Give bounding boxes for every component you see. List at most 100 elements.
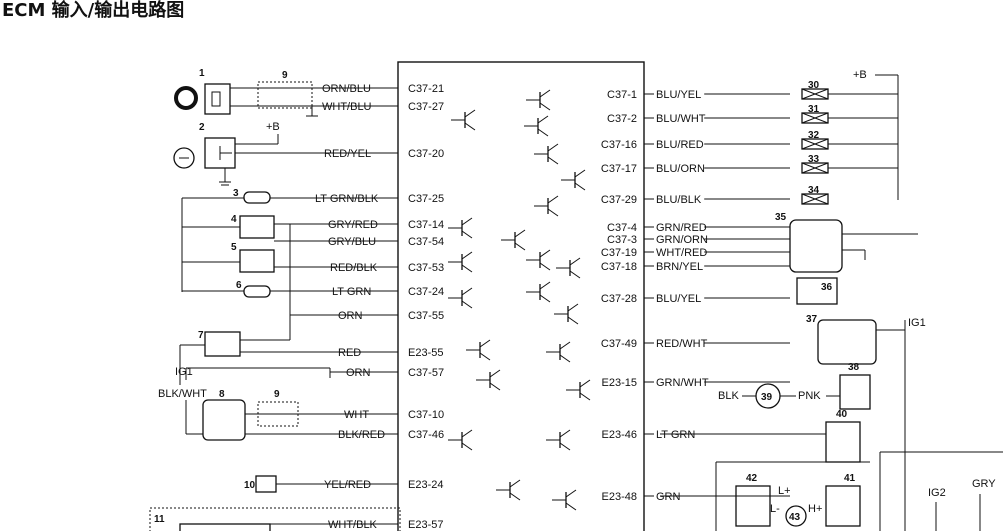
ecm-right-pin-0: C37-1 [607,89,637,101]
shield-9-top [257,81,313,109]
wire-label-right-9: BLU/YEL [656,293,701,305]
label-10: 10 [244,480,256,491]
component-40 [825,421,861,463]
ecm-left-pin-group: C37-21ORN/BLUC37-27WHT/BLUC37-20RED/YELC… [313,81,444,531]
wire-label-left-6: RED/BLK [330,262,378,274]
wire-label-bg [654,111,705,124]
label-plus-b-top: +B [853,69,867,81]
wire-label-left-10: ORN [346,367,371,379]
wire-label-left-3: LT GRN/BLK [315,193,379,205]
wire-label-bg [654,192,705,205]
ecm-internal-circuit [448,89,591,511]
ecm-left-pin-10: C37-57 [408,367,444,379]
ecm-left-pin-12: C37-46 [408,429,444,441]
ecm-left-pin-5: C37-54 [408,236,444,248]
page-title: ECM 输入/输出电路图 [2,0,184,21]
label-4: 4 [231,214,237,225]
ecm-left-pin-1: C37-27 [408,101,444,113]
label-37: 37 [806,314,818,325]
label-1: 1 [199,68,205,79]
component-36 [796,277,838,305]
wire-label-bg [654,291,705,304]
ecm-box [397,61,645,531]
label-5: 5 [231,242,237,253]
component-2-sensor: 2 [173,122,236,186]
ecm-right-pin-13: E23-48 [602,491,637,503]
ecm-left-pin-2: C37-20 [408,148,444,160]
ecm-left-pin-3: C37-25 [408,193,444,205]
wire-label-right-12: LT GRN [656,429,695,441]
label-39: 39 [761,392,773,403]
label-blk-wht: BLK/WHT [158,388,207,400]
ecm-right-pin-12: E23-46 [602,429,637,441]
label-30: 30 [808,80,820,91]
ecm-right-pin-9: C37-28 [601,293,637,305]
label-7: 7 [198,330,204,341]
wire-label-left-5: GRY/BLU [328,236,376,248]
ecm-left-pin-8: C37-55 [408,310,444,322]
label-plus-b-2: +B [266,121,280,133]
label-31: 31 [808,104,820,115]
shield-9-bottom [257,401,299,427]
wire-label-right-0: BLU/YEL [656,89,701,101]
wire-label-right-11: GRN/WHT [656,377,709,389]
wire-label-right-10: RED/WHT [656,338,708,350]
label-h-plus: H+ [808,503,822,515]
ecm-left-pin-14: E23-57 [408,519,443,531]
component-6 [243,285,271,298]
component-11-box [149,507,401,531]
wire-label-right-5: GRN/RED [656,222,707,234]
ecm-left-pin-4: C37-14 [408,219,444,231]
ecm-left-pin-0: C37-21 [408,83,444,95]
wire-label-bg [654,232,705,245]
label-43: 43 [789,512,801,523]
wire-label-left-0: ORN/BLU [322,83,371,95]
label-11: 11 [154,514,165,525]
label-l-minus: L- [770,503,780,515]
label-ig1-right: IG1 [908,317,926,329]
wire-label-right-4: BLU/BLK [656,194,702,206]
label-6: 6 [236,280,242,291]
component-38 [839,374,871,410]
label-35: 35 [775,212,787,223]
ecm-right-pin-5: C37-4 [607,222,637,234]
ecm-right-pin-4: C37-29 [601,194,637,206]
wire-label-right-13: GRN [656,491,681,503]
component-35 [789,219,843,273]
wire-label-left-8: ORN [338,310,363,322]
wire-label-bg [654,375,705,388]
label-blk-39: BLK [718,390,739,402]
wire-label-right-8: BRN/YEL [656,261,703,273]
component-41 [825,485,861,527]
component-3 [243,191,271,204]
wire-label-left-2: RED/YEL [324,148,371,160]
wire-label-right-6: GRN/ORN [656,234,708,246]
wire-label-bg [654,161,705,174]
wire-label-left-7: LT GRN [332,286,371,298]
label-36: 36 [821,282,833,293]
component-43-motor [785,505,807,527]
label-8: 8 [219,389,225,400]
wire-label-bg [654,220,705,233]
ecm-right-pin-3: C37-17 [601,163,637,175]
label-32: 32 [808,130,820,141]
ecm-right-pin-1: C37-2 [607,113,637,125]
ecm-left-pin-11: C37-10 [408,409,444,421]
wire-label-right-7: WHT/RED [656,247,707,259]
component-7 [204,331,241,357]
component-4 [239,215,275,239]
label-ig2: IG2 [928,487,946,499]
ecm-left-pin-7: C37-24 [408,286,444,298]
label-ig1-left: IG1 [175,366,193,378]
wire-label-bg [654,87,705,100]
wire-label-left-12: BLK/RED [338,429,385,441]
label-42: 42 [746,473,758,484]
wire-label-bg [654,259,705,272]
label-9-top: 9 [282,70,288,81]
component-42 [735,485,771,527]
component-8 [202,399,246,441]
fuse-34 [801,193,829,205]
ecm-left-pin-6: C37-53 [408,262,444,274]
